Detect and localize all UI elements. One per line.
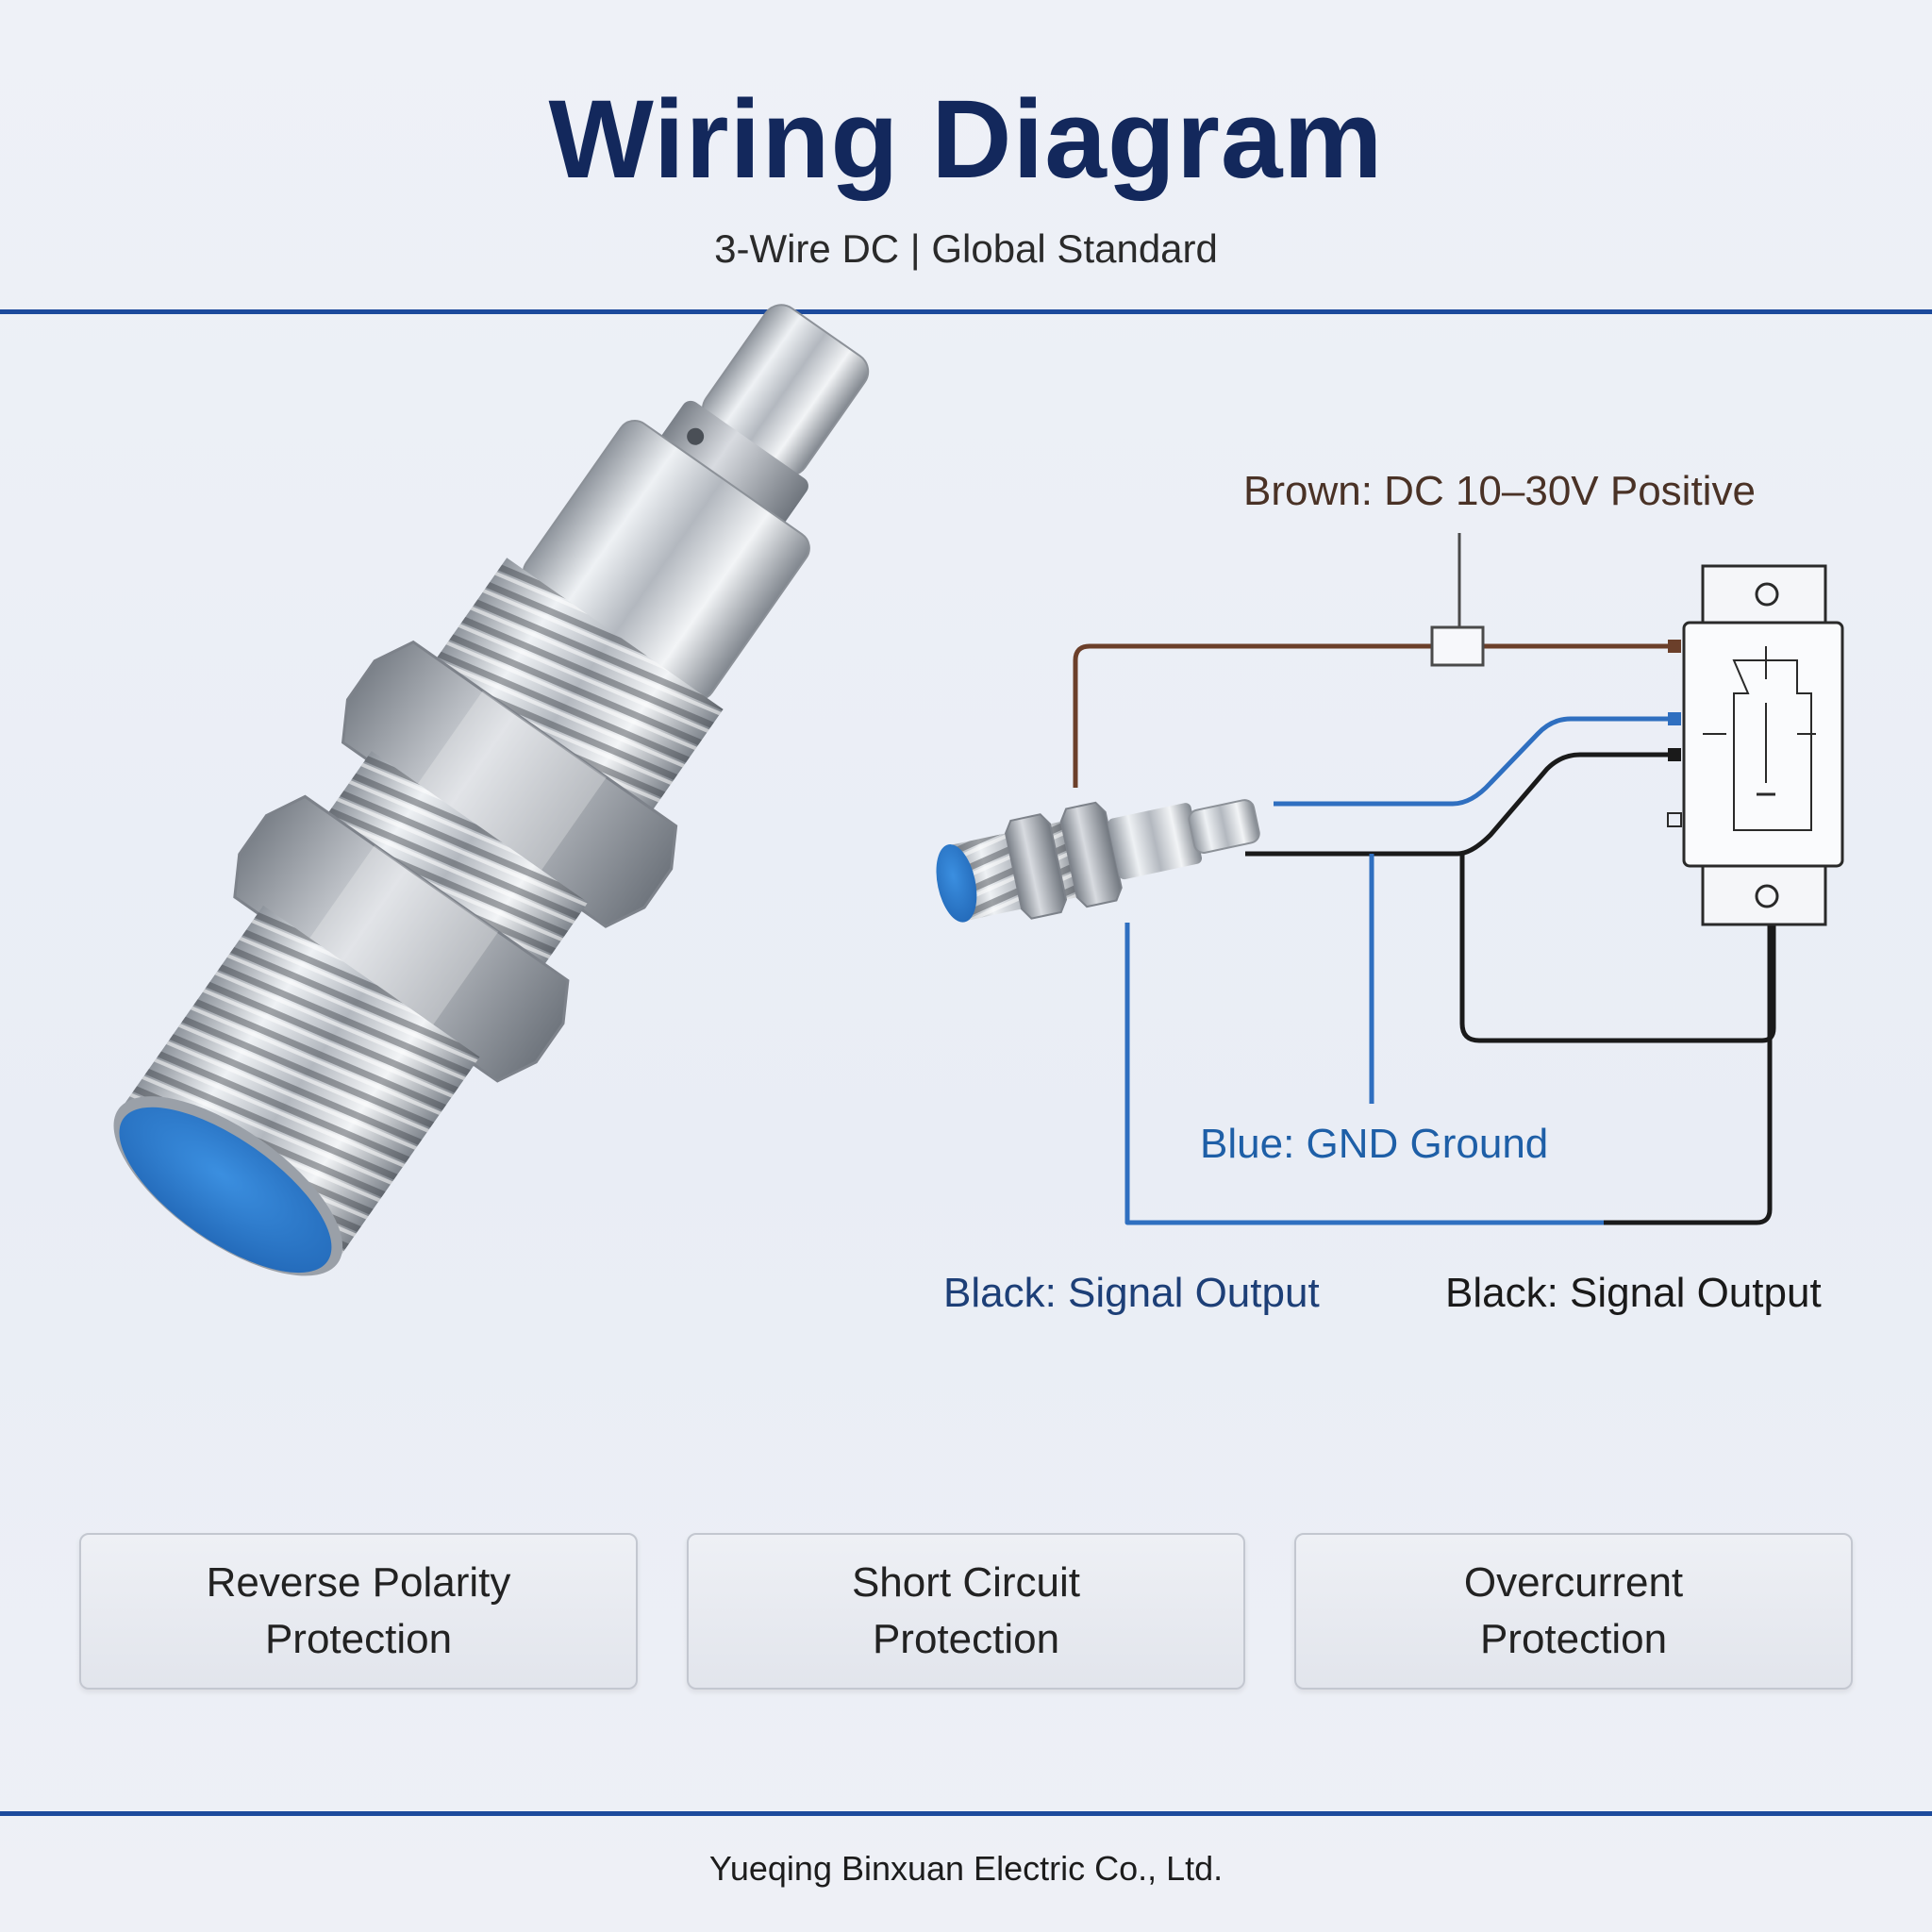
lower-loop-wire-black	[1604, 906, 1773, 1225]
feature-card-overcurrent: Overcurrent Protection	[1294, 1533, 1853, 1690]
feature-card-line1: Overcurrent	[1463, 1559, 1684, 1606]
header-divider	[0, 309, 1932, 314]
page-subtitle: 3-Wire DC | Global Standard	[714, 226, 1218, 271]
company-name: Yueqing Binxuan Electric Co., Ltd.	[708, 1849, 1224, 1888]
feature-card-short-circuit: Short Circuit Protection	[687, 1533, 1245, 1690]
lower-loop-wire-blue	[1124, 923, 1604, 1225]
mounting-hole-icon	[1755, 884, 1779, 908]
wiring-lines	[1073, 533, 1776, 1225]
black-return-wire	[1459, 854, 1776, 1043]
black-wire	[1245, 752, 1679, 857]
page-title: Wiring Diagram	[548, 77, 1384, 202]
relay-module	[1667, 564, 1844, 926]
mounting-hole-icon	[1755, 582, 1779, 607]
blue-wire	[1274, 716, 1679, 807]
feature-card-line2: Protection	[264, 1616, 453, 1662]
brown-wire	[1073, 643, 1679, 788]
black-wire-label-left: Black: Signal Output	[943, 1270, 1320, 1316]
large-sensor-image	[113, 304, 870, 1276]
feature-card-line1: Short Circuit	[851, 1559, 1081, 1606]
blue-wire-label: Blue: GND Ground	[1200, 1121, 1549, 1167]
brown-wire-label: Brown: DC 10–30V Positive	[1243, 468, 1756, 514]
fuse-box	[1430, 625, 1485, 667]
small-sensor-image	[936, 799, 1260, 923]
black-wire-label-right: Black: Signal Output	[1445, 1270, 1822, 1316]
feature-card-line1: Reverse Polarity	[206, 1559, 511, 1606]
feature-card-line2: Protection	[1479, 1616, 1668, 1662]
feature-card-reverse-polarity: Reverse Polarity Protection	[79, 1533, 638, 1690]
sensing-face	[119, 1107, 332, 1274]
footer-divider	[0, 1811, 1932, 1816]
feature-card-line2: Protection	[872, 1616, 1060, 1662]
